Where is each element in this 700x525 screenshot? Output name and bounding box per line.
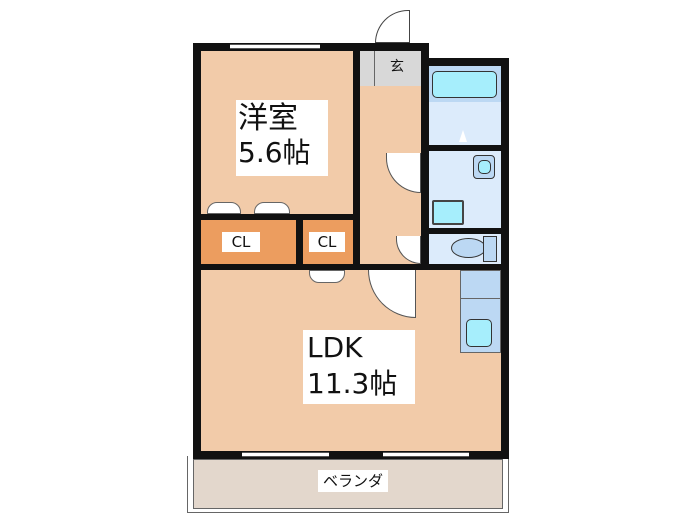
entry-right-wall: [421, 43, 429, 267]
balcony-label: ベランダ: [318, 470, 388, 492]
toilet-tank: [483, 236, 497, 262]
washbasin-bowl: [478, 160, 491, 174]
closet-small-door[interactable]: [309, 270, 345, 283]
closet-divider-wall: [296, 214, 303, 266]
ldk-window-right: [383, 452, 469, 457]
western-room-window: [230, 44, 320, 49]
western-room-name: 洋室: [238, 101, 298, 136]
closet-top-wall: [193, 214, 360, 220]
western-room-label: 洋室 5.6帖: [236, 100, 328, 176]
ldk-label: LDK 11.3帖: [303, 330, 415, 404]
bath-wall: [429, 145, 501, 151]
ldk-window-left: [242, 452, 329, 457]
entrance: [360, 51, 421, 86]
ldk-name: LDK: [307, 331, 363, 364]
ldk-size: 11.3帖: [307, 367, 398, 400]
bathtub: [432, 71, 497, 98]
toilet-bowl: [451, 238, 486, 258]
kitchen-sink: [466, 319, 492, 347]
outer-wall-left: [193, 43, 201, 459]
entrance-divider: [374, 51, 375, 86]
counter-divider: [460, 298, 501, 299]
ldk-top-wall: [193, 264, 509, 270]
closet-door-1[interactable]: [207, 202, 241, 214]
outer-wall-bottom: [193, 451, 509, 459]
front-door[interactable]: [375, 10, 410, 43]
entrance-label: 玄: [390, 59, 404, 75]
balcony-outline: [187, 456, 509, 513]
toilet-wall: [429, 228, 501, 234]
washing-machine-space: [432, 200, 464, 225]
wet-area-top-wall: [421, 58, 509, 66]
hall-left-wall: [353, 43, 360, 267]
outer-wall-right: [501, 58, 509, 459]
western-room-size: 5.6帖: [238, 136, 311, 169]
bath-door-marker: [459, 130, 467, 142]
closet-door-2[interactable]: [254, 202, 290, 214]
closet-small-label: CL: [309, 232, 345, 252]
closet-large-label: CL: [222, 232, 260, 252]
